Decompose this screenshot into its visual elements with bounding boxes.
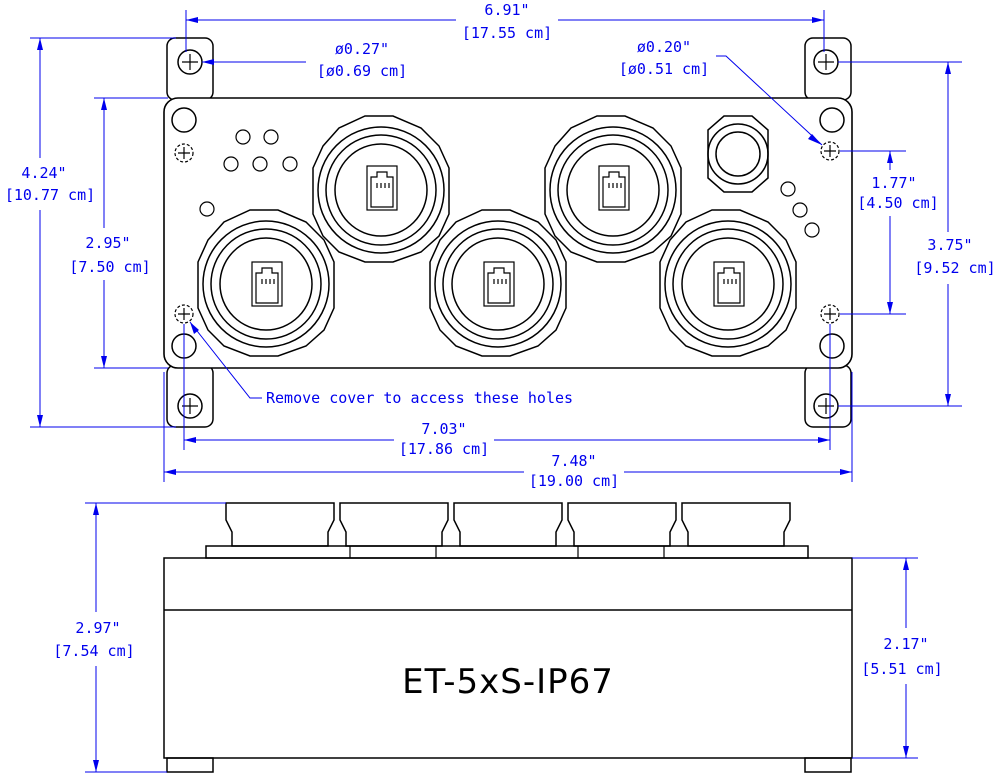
mounting-hole bbox=[813, 49, 839, 75]
status-led-group bbox=[199, 129, 298, 217]
top-view bbox=[163, 37, 853, 428]
dim-overall-height: 4.24" bbox=[21, 164, 66, 182]
note-remove-cover: Remove cover to access these holes bbox=[266, 389, 573, 407]
mounting-hole bbox=[177, 49, 203, 75]
dim-top-hole-spacing: 6.91" bbox=[484, 1, 529, 19]
corner-screw bbox=[819, 333, 845, 359]
side-dimensions: 2.97" [7.54 cm] 2.17" [5.51 cm] bbox=[53, 502, 943, 773]
enclosure-side bbox=[163, 557, 853, 759]
side-view: ET-5xS-IP67 bbox=[163, 502, 853, 773]
dim-mount-hole-dia-metric: [ø0.69 cm] bbox=[317, 62, 407, 80]
corner-screw bbox=[171, 107, 197, 133]
rj45-port-3 bbox=[429, 209, 567, 357]
flange-top-right bbox=[804, 37, 852, 101]
top-dimensions: 6.91" [17.55 cm] ø0.27" [ø0.69 cm] ø0.20… bbox=[5, 1, 996, 490]
cover-hole bbox=[820, 141, 840, 161]
dim-overall-height-metric: [10.77 cm] bbox=[5, 186, 95, 204]
dim-mount-hole-vertical: 3.75" bbox=[927, 236, 972, 254]
mounting-hole bbox=[177, 393, 203, 419]
dim-cover-hole-vertical: 1.77" bbox=[871, 174, 916, 192]
dim-side-overall-height: 2.97" bbox=[75, 619, 120, 637]
led-icon bbox=[792, 202, 808, 218]
cover-hole bbox=[820, 304, 840, 324]
corner-screw bbox=[819, 107, 845, 133]
led-icon bbox=[223, 156, 239, 172]
dim-side-body-height: 2.17" bbox=[883, 635, 928, 653]
cover-hole bbox=[174, 304, 194, 324]
mounting-hole bbox=[813, 393, 839, 419]
dim-overall-width: 7.48" bbox=[551, 452, 596, 470]
dim-cover-hole-dia-metric: [ø0.51 cm] bbox=[619, 60, 709, 78]
dim-top-hole-spacing-metric: [17.55 cm] bbox=[462, 24, 552, 42]
rj45-port-1 bbox=[197, 209, 335, 357]
dim-side-body-height-metric: [5.51 cm] bbox=[861, 660, 942, 678]
rj45-port-2 bbox=[312, 115, 450, 263]
dim-cover-hole-horizontal: 7.03" bbox=[421, 420, 466, 438]
dim-mount-hole-dia: ø0.27" bbox=[335, 40, 389, 58]
led-icon bbox=[780, 181, 796, 197]
power-connector bbox=[707, 115, 769, 193]
rj45-port-5 bbox=[659, 209, 797, 357]
dim-cover-hole-vertical-metric: [4.50 cm] bbox=[857, 194, 938, 212]
model-label: ET-5xS-IP67 bbox=[402, 662, 614, 702]
dim-side-overall-height-metric: [7.54 cm] bbox=[53, 642, 134, 660]
dim-body-height-metric: [7.50 cm] bbox=[69, 258, 150, 276]
led-icon bbox=[804, 222, 820, 238]
rj45-port-4 bbox=[544, 115, 682, 263]
dim-overall-width-metric: [19.00 cm] bbox=[529, 472, 619, 490]
connector-boots bbox=[225, 502, 791, 547]
led-icon bbox=[252, 156, 268, 172]
led-icon bbox=[199, 201, 215, 217]
status-led-group bbox=[780, 181, 820, 238]
led-icon bbox=[282, 156, 298, 172]
dim-mount-hole-vertical-metric: [9.52 cm] bbox=[914, 259, 995, 277]
dim-cover-hole-dia: ø0.20" bbox=[637, 38, 691, 56]
cover-hole bbox=[174, 143, 194, 163]
led-icon bbox=[263, 129, 279, 145]
led-icon bbox=[235, 129, 251, 145]
dim-cover-hole-horizontal-metric: [17.86 cm] bbox=[399, 440, 489, 458]
dim-body-height: 2.95" bbox=[85, 234, 130, 252]
